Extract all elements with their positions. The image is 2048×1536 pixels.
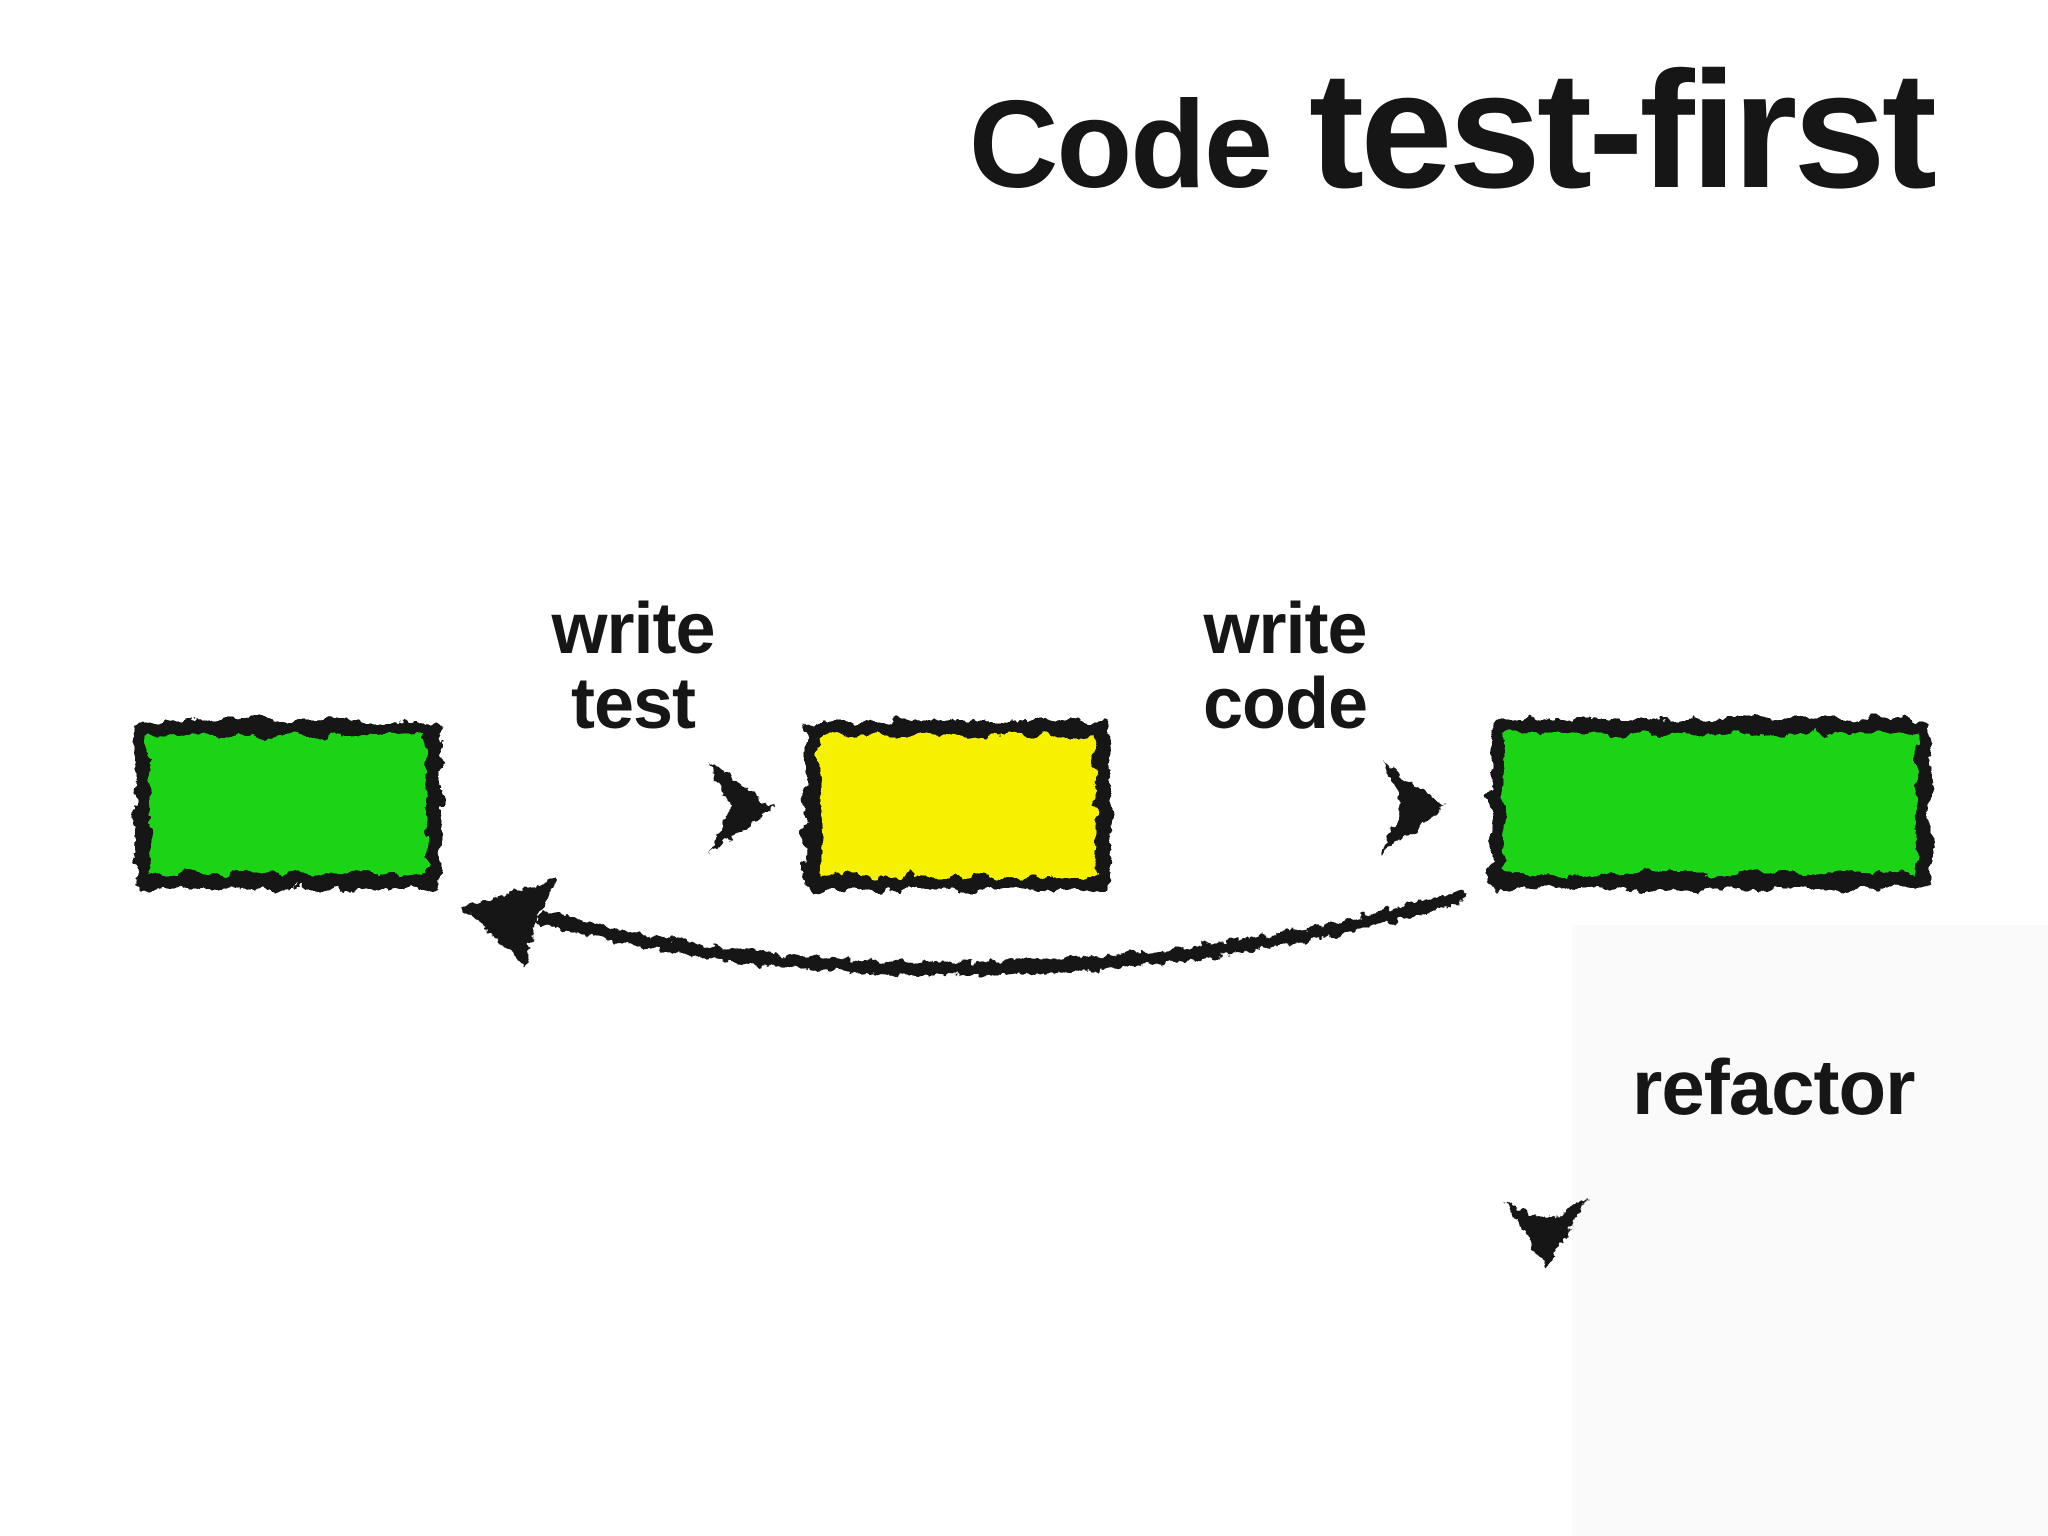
arrow-write-test — [483, 762, 774, 854]
label-write-code-line1: write — [1203, 589, 1367, 669]
box-green-start — [134, 720, 442, 889]
label-write-test-line2: test — [570, 663, 696, 744]
arrow-return-loop — [462, 878, 1465, 976]
arrow-refactor — [1502, 963, 1590, 1268]
arrow-refactor-head — [1502, 1199, 1590, 1268]
arrow-write-test-head — [709, 762, 774, 854]
label-refactor: refactor — [1632, 1043, 1915, 1131]
label-write-test-line1: write — [551, 589, 715, 669]
arrow-write-code-head — [1381, 761, 1446, 853]
box-yellow-middle — [804, 720, 1111, 891]
corner-shade-rect — [1572, 925, 2048, 1536]
label-write-code-line2: code — [1202, 663, 1368, 744]
box-green-end — [1489, 718, 1931, 889]
corner-shade-region — [1572, 925, 2048, 1536]
arrow-return-loop-shaft — [536, 890, 1465, 976]
slide-title: Ag Code test-first — [0, 0, 1937, 280]
title-regular-part: Code — [968, 76, 1273, 214]
arrow-write-code — [1129, 761, 1446, 853]
title-emphasis-part: test-first — [1308, 38, 1937, 223]
arrow-return-loop-head — [462, 878, 556, 968]
